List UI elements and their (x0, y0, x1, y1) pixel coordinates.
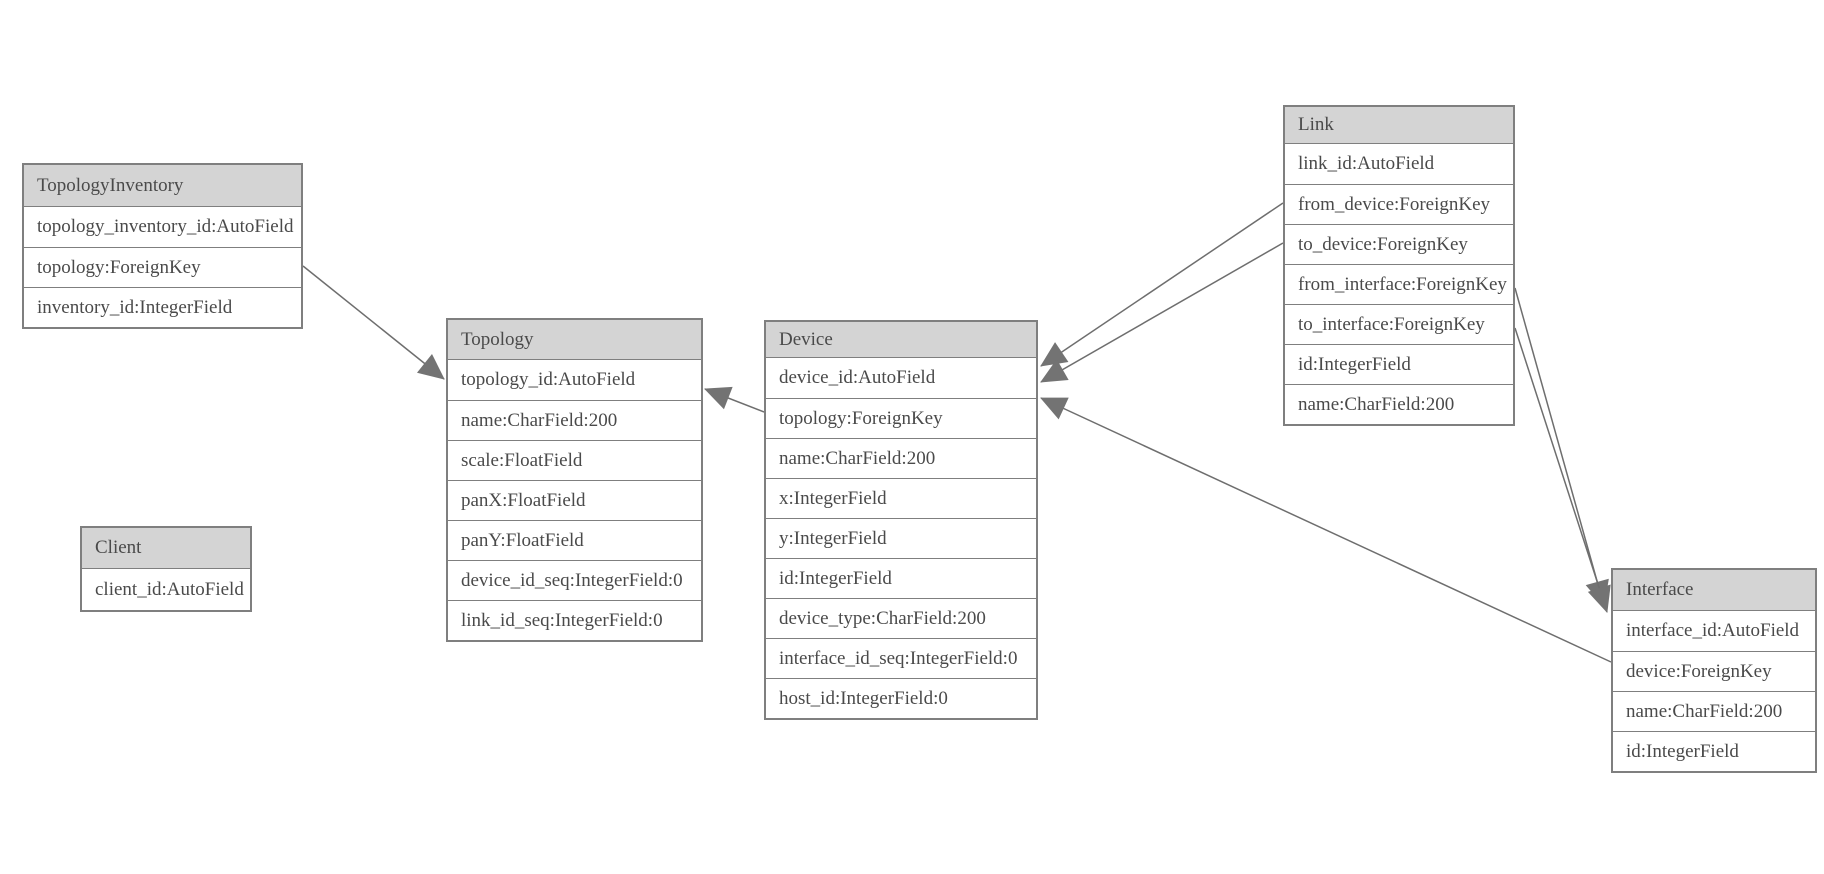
edge-link-to-interface-to-interface (1514, 327, 1611, 613)
field-row-interface-3: id:IntegerField (1613, 731, 1815, 771)
field-row-device-1: topology:ForeignKey (766, 398, 1036, 438)
field-row-link-4: to_interface:ForeignKey (1285, 304, 1513, 344)
edge-link-from-interface-to-interface (1514, 287, 1609, 607)
edge-interface-device (1040, 397, 1612, 663)
field-row-device-3: x:IntegerField (766, 478, 1036, 518)
entity-title-topologyinventory: TopologyInventory (24, 165, 301, 207)
edge-topologyinventory-topology (302, 265, 445, 380)
field-row-link-1: from_device:ForeignKey (1285, 184, 1513, 224)
entity-title-topology: Topology (448, 320, 701, 360)
field-row-topologyinventory-2: inventory_id:IntegerField (24, 287, 301, 327)
entity-title-client: Client (82, 528, 250, 569)
field-row-topology-2: scale:FloatField (448, 440, 701, 480)
field-row-interface-2: name:CharField:200 (1613, 691, 1815, 731)
field-row-topology-1: name:CharField:200 (448, 400, 701, 440)
field-row-device-2: name:CharField:200 (766, 438, 1036, 478)
field-row-topology-5: device_id_seq:IntegerField:0 (448, 560, 701, 600)
field-row-topology-0: topology_id:AutoField (448, 360, 701, 400)
entity-title-link: Link (1285, 107, 1513, 144)
field-row-link-2: to_device:ForeignKey (1285, 224, 1513, 264)
edge-link-from-device-to-device (1040, 202, 1284, 367)
field-row-topologyinventory-0: topology_inventory_id:AutoField (24, 207, 301, 247)
field-row-topology-4: panY:FloatField (448, 520, 701, 560)
edge-link-to-device-to-device (1040, 242, 1284, 383)
entity-title-device: Device (766, 322, 1036, 358)
field-row-topology-3: panX:FloatField (448, 480, 701, 520)
field-row-device-6: device_type:CharField:200 (766, 598, 1036, 638)
field-row-link-6: name:CharField:200 (1285, 384, 1513, 424)
field-row-interface-1: device:ForeignKey (1613, 651, 1815, 691)
field-row-interface-0: interface_id:AutoField (1613, 611, 1815, 651)
field-row-link-0: link_id:AutoField (1285, 144, 1513, 184)
field-row-link-5: id:IntegerField (1285, 344, 1513, 384)
field-row-device-5: id:IntegerField (766, 558, 1036, 598)
field-row-link-3: from_interface:ForeignKey (1285, 264, 1513, 304)
field-row-topology-6: link_id_seq:IntegerField:0 (448, 600, 701, 640)
field-row-device-0: device_id:AutoField (766, 358, 1036, 398)
entity-title-interface: Interface (1613, 570, 1815, 611)
field-row-client-0: client_id:AutoField (82, 569, 250, 610)
field-row-device-8: host_id:IntegerField:0 (766, 678, 1036, 718)
field-row-topologyinventory-1: topology:ForeignKey (24, 247, 301, 287)
edge-device-topology (704, 386, 765, 413)
field-row-device-4: y:IntegerField (766, 518, 1036, 558)
field-row-device-7: interface_id_seq:IntegerField:0 (766, 638, 1036, 678)
